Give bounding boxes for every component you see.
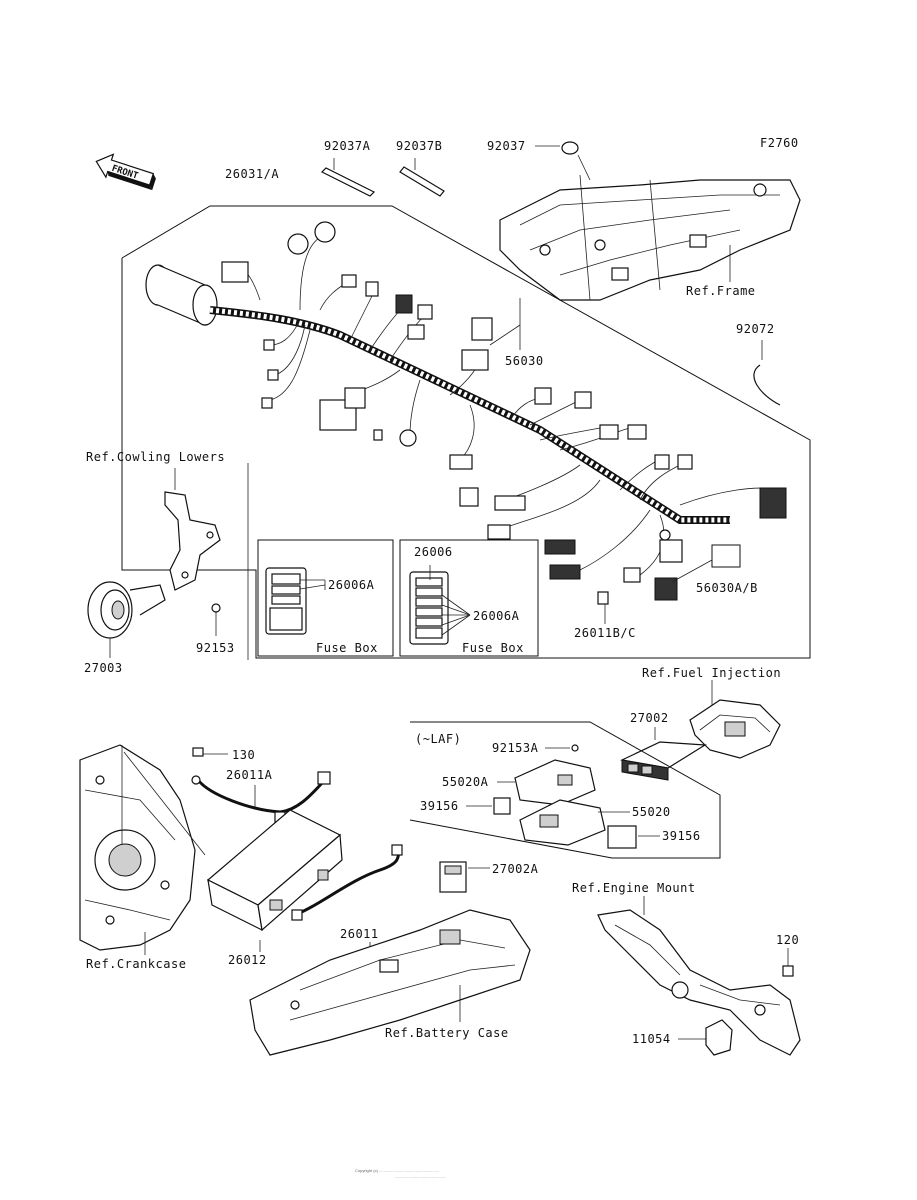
label-26011BC: 26011B/C bbox=[574, 626, 636, 640]
crankcase bbox=[79, 744, 196, 951]
label-130: 130 bbox=[232, 748, 255, 762]
label-92037B: 92037B bbox=[396, 139, 442, 153]
clamp-92037 bbox=[535, 141, 579, 155]
copyright-footer: Copyright (c) ..........................… bbox=[355, 1168, 439, 1173]
bolt-120 bbox=[782, 948, 794, 977]
horn-27003 bbox=[87, 581, 166, 639]
battery-26012 bbox=[206, 809, 343, 932]
label-39156-left: 39156 bbox=[420, 799, 459, 813]
label-26011: 26011 bbox=[340, 927, 379, 941]
label-26006A-left: 26006A bbox=[328, 578, 375, 592]
band-92037A bbox=[320, 158, 376, 197]
fuse-box-right bbox=[409, 565, 471, 645]
label-92037: 92037 bbox=[487, 139, 526, 153]
label-39156-right: 39156 bbox=[662, 829, 701, 843]
ecu-27002 bbox=[620, 741, 707, 781]
label-26031A: 26031/A bbox=[225, 167, 279, 181]
bracket-11054 bbox=[705, 1019, 733, 1056]
copyright-footer-2: ........................................… bbox=[395, 1174, 446, 1179]
band-92037B bbox=[399, 158, 445, 197]
label-ref-engine-mount: Ref.Engine Mount bbox=[572, 881, 696, 895]
bracket-55020A bbox=[514, 759, 596, 806]
figure-code: F2760 bbox=[760, 136, 799, 150]
label-92037A: 92037A bbox=[324, 139, 371, 153]
harness-boundary bbox=[121, 205, 811, 659]
label-120: 120 bbox=[776, 933, 799, 947]
label-27003: 27003 bbox=[84, 661, 123, 675]
fuse-box-left bbox=[265, 567, 326, 635]
pad-39156-right bbox=[607, 825, 637, 849]
fuse-box-panel-left bbox=[257, 539, 394, 657]
relay-56030AB bbox=[711, 544, 741, 568]
label-26012: 26012 bbox=[228, 953, 267, 967]
label-92153A: 92153A bbox=[492, 741, 539, 755]
label-55020A: 55020A bbox=[442, 775, 489, 789]
cable-26011 bbox=[291, 844, 403, 921]
band-92072 bbox=[753, 364, 781, 406]
bolt-130 bbox=[192, 747, 228, 757]
label-27002A: 27002A bbox=[492, 862, 539, 876]
label-26011A: 26011A bbox=[226, 768, 273, 782]
label-ref-fuel-injection: Ref.Fuel Injection bbox=[642, 666, 781, 680]
laf-panel-outline bbox=[409, 721, 721, 859]
label-ref-frame: Ref.Frame bbox=[686, 284, 756, 298]
label-26006A-right: 26006A bbox=[473, 609, 520, 623]
label-27002: 27002 bbox=[630, 711, 669, 725]
bolt-92153 bbox=[211, 603, 221, 636]
label-laf-note: (~LAF) bbox=[415, 732, 461, 746]
cable-26011A bbox=[191, 771, 331, 823]
frame-assembly bbox=[499, 154, 801, 301]
label-92153: 92153 bbox=[196, 641, 235, 655]
label-ref-cowling-lowers: Ref.Cowling Lowers bbox=[86, 450, 225, 464]
engine-mount bbox=[597, 909, 801, 1056]
front-arrow-icon: FRONT bbox=[95, 153, 156, 191]
horn-bracket bbox=[164, 491, 221, 591]
battery-case bbox=[249, 909, 531, 1056]
label-ref-crankcase: Ref.Crankcase bbox=[86, 957, 186, 971]
pad-39156-left bbox=[493, 797, 511, 815]
label-56030AB: 56030A/B bbox=[696, 581, 758, 595]
label-fuse-box-left: Fuse Box bbox=[316, 641, 378, 655]
label-92072: 92072 bbox=[736, 322, 775, 336]
label-56030: 56030 bbox=[505, 354, 544, 368]
label-fuse-box-right: Fuse Box bbox=[462, 641, 524, 655]
main-wiring-harness bbox=[145, 221, 787, 605]
label-11054: 11054 bbox=[632, 1032, 671, 1046]
fuse-box-panel-right bbox=[399, 539, 539, 657]
fuel-injection-bracket bbox=[689, 699, 781, 759]
label-ref-battery-case: Ref.Battery Case bbox=[385, 1026, 509, 1040]
label-26006: 26006 bbox=[414, 545, 453, 559]
relay-27002A bbox=[439, 861, 467, 893]
bracket-55020 bbox=[519, 799, 606, 846]
label-55020: 55020 bbox=[632, 805, 671, 819]
